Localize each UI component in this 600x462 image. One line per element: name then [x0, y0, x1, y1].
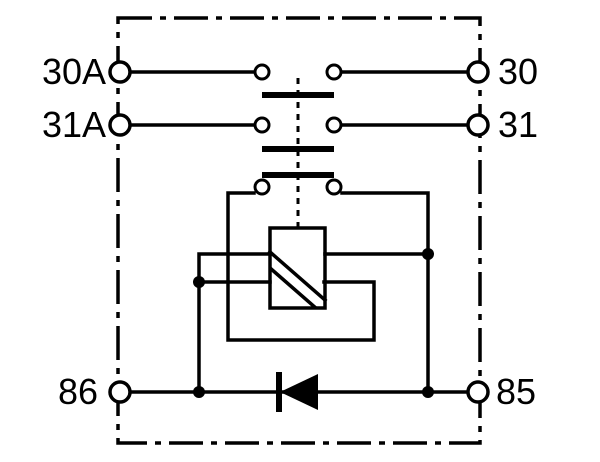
- terminal-31a: [108, 113, 132, 137]
- wire-aux-left-loop: [226, 191, 376, 342]
- relay-housing-outline: [116, 16, 482, 445]
- junction-dot-86: [193, 386, 205, 398]
- label-31: 31: [498, 104, 538, 145]
- label-30: 30: [498, 51, 538, 92]
- relay-coil-slash-2: [270, 265, 319, 308]
- diode-triangle: [280, 374, 318, 410]
- terminal-30: [466, 60, 490, 84]
- contact-31a-fixed: [253, 116, 271, 134]
- terminal-31: [466, 113, 490, 137]
- relay-coil-slash-1: [267, 249, 328, 303]
- contact-aux-left: [253, 178, 271, 196]
- junction-dot-coil-tap: [193, 276, 205, 288]
- relay-coil: [268, 226, 327, 310]
- terminal-86: [108, 380, 132, 404]
- terminal-85: [466, 380, 490, 404]
- label-86: 86: [58, 371, 98, 412]
- terminal-30a: [108, 60, 132, 84]
- junction-dot-85: [422, 386, 434, 398]
- wire-aux-right: [340, 191, 430, 394]
- junction-dot-coil-right: [422, 248, 434, 260]
- label-31a: 31A: [42, 104, 106, 145]
- contact-aux-right: [325, 178, 343, 196]
- wire-coil-left: [197, 252, 272, 394]
- label-85: 85: [496, 371, 536, 412]
- contact-30-fixed: [325, 63, 343, 81]
- contact-31-fixed: [325, 116, 343, 134]
- label-30a: 30A: [42, 51, 106, 92]
- contact-30a-fixed: [253, 63, 271, 81]
